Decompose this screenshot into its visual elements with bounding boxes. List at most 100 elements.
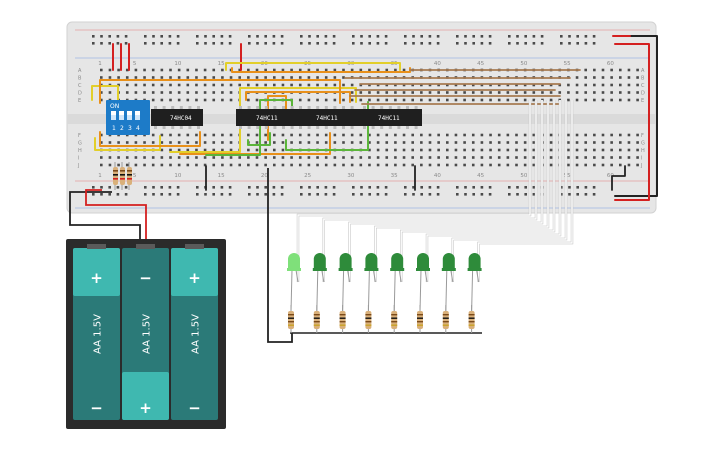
rail-hole (368, 193, 371, 196)
terminal-hole (203, 83, 207, 87)
terminal-hole (151, 91, 155, 94)
terminal-hole (428, 163, 432, 167)
rail-hole (196, 193, 199, 196)
terminal-hole (385, 98, 389, 102)
resistor-body (120, 167, 125, 185)
resistor-band (468, 314, 475, 316)
terminal-hole (402, 91, 406, 94)
terminal-hole (394, 163, 397, 167)
rail-hole (404, 186, 407, 189)
terminal-hole (463, 83, 466, 87)
terminal-hole (359, 98, 363, 102)
rail-hole (412, 42, 415, 45)
rail-hole (368, 186, 371, 189)
terminal-hole (307, 68, 311, 72)
chip-pin (197, 106, 200, 109)
terminal-hole (584, 83, 587, 87)
chip-pin (299, 106, 302, 109)
led-leg (476, 269, 480, 283)
chip-pin (388, 106, 392, 109)
chip-pin (371, 126, 375, 129)
rail-hole (160, 35, 163, 38)
resistor-body (113, 167, 118, 185)
rail-hole (428, 35, 432, 38)
dip-toggle-1[interactable] (111, 111, 116, 120)
terminal-hole (601, 98, 605, 102)
terminal-hole (255, 76, 259, 79)
resistor-band (120, 174, 125, 176)
terminal-hole (350, 91, 354, 94)
rail-hole (108, 193, 111, 196)
terminal-hole (203, 76, 207, 79)
rail-hole (488, 193, 492, 196)
terminal-hole (480, 83, 484, 87)
terminal-hole (584, 91, 587, 94)
dip-toggle-2[interactable] (119, 111, 124, 120)
rail-hole (248, 35, 251, 38)
terminal-hole (290, 163, 293, 167)
battery-bottom-sign: − (188, 399, 201, 417)
column-number: 45 (477, 61, 484, 67)
terminal-hole (273, 163, 276, 167)
terminal-hole (255, 133, 259, 137)
terminal-hole (523, 83, 527, 87)
terminal-hole (324, 76, 328, 79)
row-letter: H (641, 148, 645, 154)
dip-toggle-4[interactable] (135, 111, 140, 120)
terminal-hole (117, 83, 120, 87)
led-resistor (442, 311, 449, 329)
terminal-hole (575, 91, 579, 94)
terminal-hole (454, 148, 458, 152)
terminal-hole (229, 148, 233, 152)
terminal-hole (255, 83, 259, 87)
terminal-hole (593, 156, 596, 159)
terminal-hole (324, 68, 328, 72)
terminal-hole (601, 141, 605, 144)
terminal-hole (463, 98, 466, 102)
terminal-hole (523, 163, 527, 167)
rail-hole (220, 42, 224, 45)
rail-hole (376, 35, 380, 38)
terminal-hole (134, 163, 138, 167)
terminal-hole (394, 156, 397, 159)
rail-hole (368, 35, 371, 38)
chip-3: 74HC11 (296, 109, 361, 126)
terminal-hole (627, 83, 631, 87)
terminal-hole (359, 83, 363, 87)
terminal-hole (316, 76, 319, 79)
dip-toggle-3[interactable] (127, 111, 132, 120)
led-rim (287, 268, 301, 271)
rail-hole (480, 193, 484, 196)
rail-hole (480, 35, 484, 38)
terminal-hole (394, 68, 397, 72)
terminal-hole (402, 163, 406, 167)
terminal-hole (273, 148, 276, 152)
chip-pin (363, 126, 366, 129)
terminal-hole (610, 133, 613, 137)
terminal-hole (290, 133, 293, 137)
resistor-band (365, 321, 372, 323)
terminal-hole (125, 68, 129, 72)
terminal-hole (402, 141, 406, 144)
terminal-hole (229, 141, 233, 144)
terminal-hole (480, 133, 484, 137)
led-resistor (365, 311, 372, 329)
rail-hole (352, 35, 355, 38)
chip-pin (397, 126, 401, 129)
terminal-hole (273, 156, 276, 159)
terminal-hole (376, 68, 380, 72)
rail-hole (308, 42, 311, 45)
row-letter: D (641, 91, 645, 97)
rail-hole (220, 186, 224, 189)
terminal-hole (298, 156, 302, 159)
resistor-band (288, 321, 294, 323)
terminal-hole (480, 98, 484, 102)
resistor-band (113, 170, 118, 172)
chip-pin (256, 126, 260, 129)
terminal-hole (324, 133, 328, 137)
terminal-hole (238, 156, 241, 159)
rail-hole (324, 186, 328, 189)
rail-hole (576, 186, 579, 189)
